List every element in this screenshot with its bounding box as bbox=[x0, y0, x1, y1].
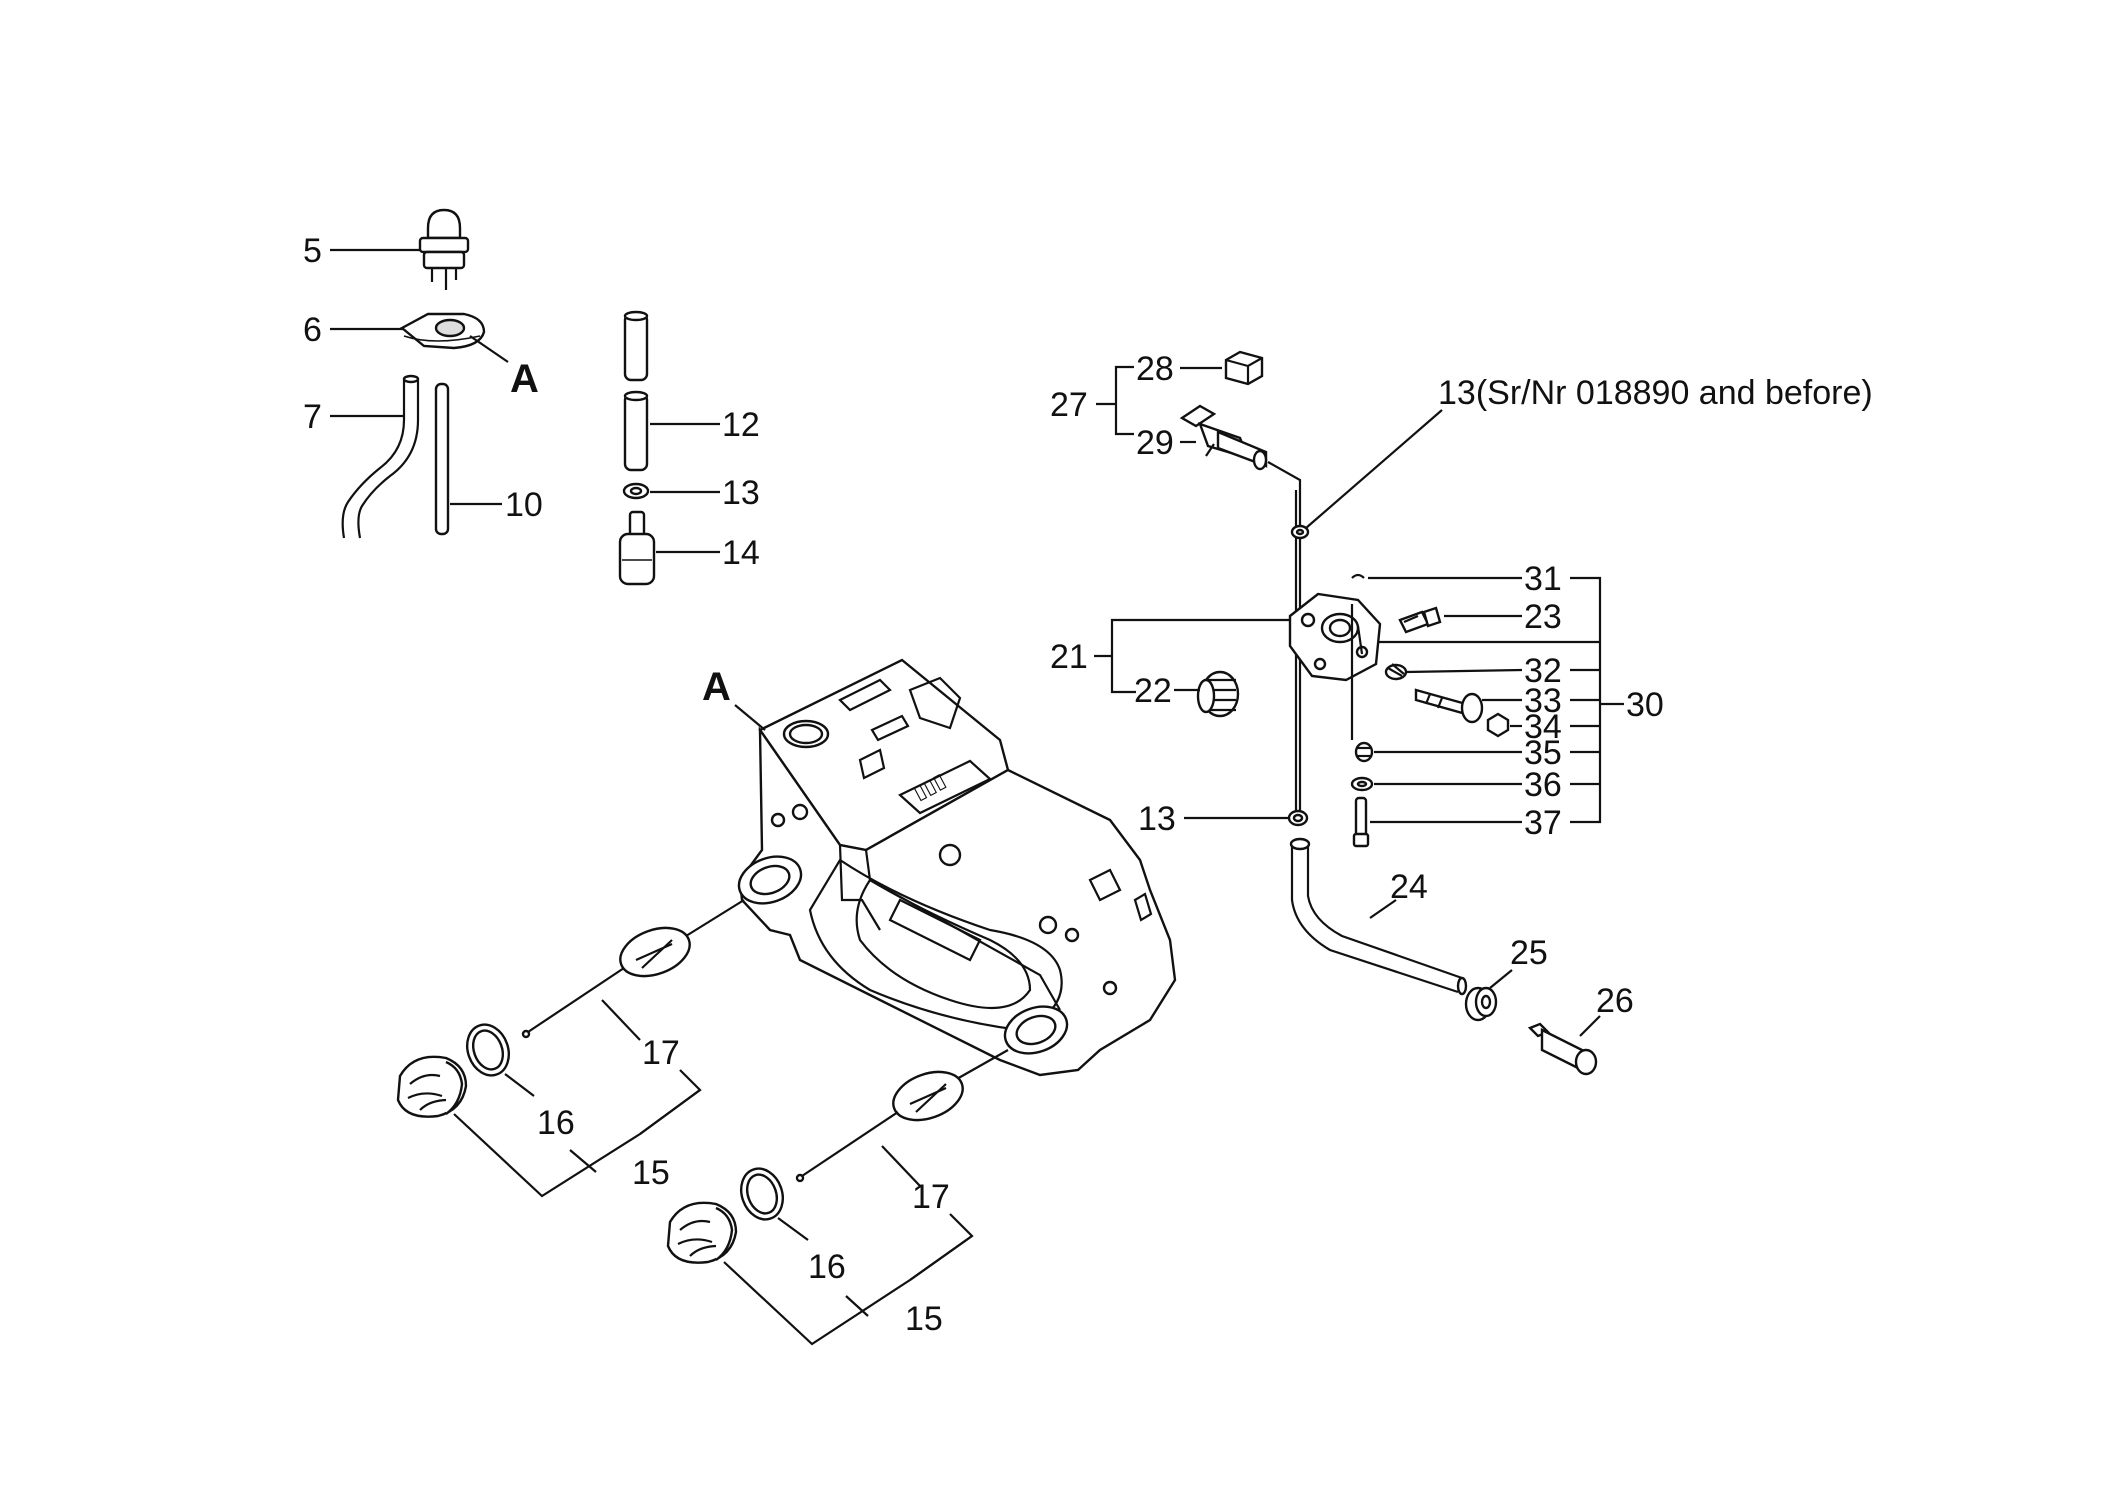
label-26: 26 bbox=[1596, 982, 1634, 1020]
part-26-oil-filter bbox=[1527, 1022, 1598, 1076]
leader-tether-1 bbox=[685, 899, 745, 937]
label-5: 5 bbox=[303, 232, 322, 270]
label-10: 10 bbox=[505, 486, 543, 524]
part-6-hose-grommet bbox=[399, 312, 486, 350]
part-34-nut bbox=[1486, 712, 1510, 738]
leader-13-note bbox=[1305, 409, 1443, 529]
label-33: 33 bbox=[1524, 682, 1562, 720]
label-14: 14 bbox=[722, 534, 760, 572]
leader-tether-2 bbox=[954, 1049, 1009, 1081]
part-13-ring-lower bbox=[1287, 809, 1309, 827]
label-6: 6 bbox=[303, 311, 322, 349]
crankcase-housing: ▯▯▯ bbox=[737, 658, 1177, 1077]
part-21-oil-pump bbox=[1288, 592, 1382, 740]
part-25-grommet bbox=[1464, 986, 1498, 1022]
label-30: 30 bbox=[1626, 686, 1664, 724]
leader-15b-16 bbox=[845, 1295, 869, 1317]
label-24: 24 bbox=[1390, 868, 1428, 906]
label-25: 25 bbox=[1510, 934, 1548, 972]
label-32: 32 bbox=[1524, 652, 1562, 690]
label-13-note: 13(Sr/Nr 018890 and before) bbox=[1438, 374, 1873, 412]
part-22-worm-gear bbox=[1196, 670, 1240, 718]
part-15-oil-cap-upper bbox=[396, 1055, 468, 1118]
part-10-straight-hose bbox=[434, 382, 450, 536]
part-28-cube bbox=[1224, 350, 1264, 386]
label-17-upper: 17 bbox=[642, 1034, 680, 1072]
part-5-primer-bulb bbox=[418, 208, 470, 290]
bracket-15a bbox=[453, 1089, 701, 1198]
label-7: 7 bbox=[303, 398, 322, 436]
label-22: 22 bbox=[1134, 672, 1172, 710]
leader-A-housing bbox=[734, 704, 766, 731]
label-13-left: 13 bbox=[722, 474, 760, 512]
leader-A-top bbox=[469, 335, 509, 363]
part-23-screw bbox=[1398, 606, 1442, 634]
part-17-cap-tether-upper bbox=[521, 926, 691, 1039]
part-32-spring bbox=[1384, 663, 1408, 681]
part-36-washer bbox=[1350, 776, 1374, 792]
label-36: 36 bbox=[1524, 766, 1562, 804]
label-15-upper: 15 bbox=[632, 1154, 670, 1192]
part-15-oil-cap-lower bbox=[666, 1201, 738, 1264]
part-31-clip bbox=[1351, 573, 1365, 579]
bracket-17b bbox=[909, 1213, 974, 1281]
leader-26 bbox=[1579, 1015, 1601, 1037]
leader-24 bbox=[1369, 899, 1397, 919]
label-31: 31 bbox=[1524, 560, 1562, 598]
leader-16b bbox=[777, 1217, 809, 1241]
part-16-o-ring-upper bbox=[466, 1023, 510, 1077]
label-A-grommet: A bbox=[510, 357, 539, 401]
part-37-pin bbox=[1352, 796, 1370, 848]
label-27: 27 bbox=[1050, 386, 1088, 424]
part-16-o-ring-lower bbox=[740, 1167, 784, 1221]
leader-15a-16 bbox=[569, 1149, 597, 1173]
part-29-oil-pickup bbox=[1179, 404, 1268, 471]
part-35-spring bbox=[1354, 741, 1374, 763]
label-37: 37 bbox=[1524, 804, 1562, 842]
label-13-lower: 13 bbox=[1138, 800, 1176, 838]
part-7-fuel-hose bbox=[341, 374, 420, 539]
bracket-27 bbox=[1114, 365, 1134, 436]
part-33-plunger bbox=[1414, 688, 1484, 724]
label-17-lower: 17 bbox=[912, 1178, 950, 1216]
label-12: 12 bbox=[722, 406, 760, 444]
oil-line-upper bbox=[1267, 461, 1302, 820]
label-23: 23 bbox=[1524, 598, 1562, 636]
part-24-oil-hose bbox=[1289, 837, 1468, 996]
bracket-17a bbox=[639, 1069, 702, 1135]
part-12-tube bbox=[623, 310, 649, 472]
leader-16a bbox=[504, 1073, 535, 1097]
leader-17b bbox=[881, 1145, 921, 1187]
label-A-housing: A bbox=[702, 665, 731, 709]
label-35: 35 bbox=[1524, 734, 1562, 772]
label-28: 28 bbox=[1136, 350, 1174, 388]
label-15-lower: 15 bbox=[905, 1300, 943, 1338]
leader-17a bbox=[601, 999, 641, 1041]
leader-25 bbox=[1489, 969, 1513, 989]
label-21: 21 bbox=[1050, 638, 1088, 676]
label-16-upper: 16 bbox=[537, 1104, 575, 1142]
part-13-ring-left bbox=[622, 482, 650, 500]
bracket-15b bbox=[723, 1235, 973, 1346]
label-34: 34 bbox=[1524, 708, 1562, 746]
part-13-ring-upper bbox=[1290, 524, 1310, 540]
label-16-lower: 16 bbox=[808, 1248, 846, 1286]
part-17-cap-tether-lower bbox=[795, 1070, 964, 1183]
part-14-fuel-filter bbox=[618, 510, 656, 586]
label-29: 29 bbox=[1136, 424, 1174, 462]
leader-32 bbox=[1405, 668, 1523, 674]
